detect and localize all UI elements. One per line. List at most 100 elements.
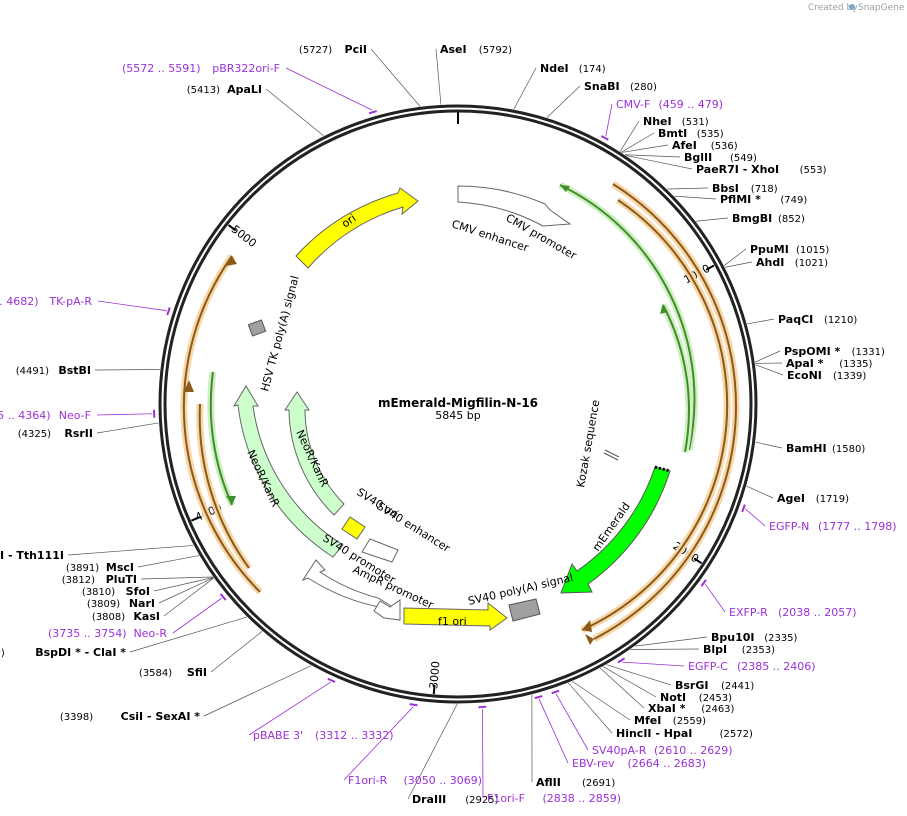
primer-position: (4663 .. 4682) (0, 295, 39, 308)
site-leader-line (621, 144, 669, 153)
primer-name: pBABE 3' (253, 729, 303, 742)
site-label-pcii: PciI (5727) (299, 43, 367, 56)
primer-position: (1777 .. 1798) (818, 520, 897, 533)
primer-position: (2664 .. 2683) (628, 757, 707, 770)
site-label-nhei: NheI(531) (643, 115, 709, 128)
site-label-pflmi-: PflMI *(749) (720, 193, 807, 206)
primer-position: (2838 .. 2859) (543, 792, 622, 805)
primer-leader-line (172, 597, 222, 634)
primer-mark (409, 703, 418, 707)
primer-mark (741, 504, 746, 513)
site-label-noti: NotI(2453) (660, 691, 732, 704)
site-position: (549) (730, 153, 757, 164)
orf-arcs (180, 181, 740, 645)
site-name: BspDI * - ClaI * (35, 646, 126, 659)
site-label-blpi: BlpI(2353) (703, 643, 775, 656)
site-name: BlpI (703, 643, 727, 656)
site-name: PspOMI * (784, 345, 841, 358)
site-label-kasi: KasI(3808) (92, 610, 160, 623)
site-name: BmtI (658, 127, 687, 140)
primer-name: SV40pA-R (592, 744, 647, 757)
primer-name: TK-pA-R (48, 295, 92, 308)
backbone-inner-ring (163, 109, 753, 699)
site-position: (3398) (60, 712, 93, 723)
site-name: PflMI * (720, 193, 761, 206)
site-leader-line (747, 318, 775, 325)
green-orf-top (559, 184, 696, 451)
backbone (158, 104, 758, 704)
site-label-nari: NarI(3809) (87, 597, 155, 610)
primer-label-f1ori-f: F1ori-F (2838 .. 2859) (487, 792, 621, 805)
site-leader-line (158, 577, 214, 604)
site-name: AseI (440, 43, 467, 56)
site-position: (1335) (839, 359, 872, 370)
sv40-enhancer-shape (361, 538, 399, 563)
site-position: (2572) (720, 729, 753, 740)
site-leader-line (724, 261, 753, 268)
primer-label-exfp-r: EXFP-R(2038 .. 2057) (729, 606, 857, 619)
site-position: (852) (778, 214, 805, 225)
site-leader-line (546, 85, 581, 118)
sv40-promoter-shape (301, 559, 399, 611)
orf-arc-left-outer-arrowhead (226, 256, 237, 266)
site-leader-line (755, 441, 783, 449)
site-leader-line (67, 545, 194, 556)
site-callouts: NdeI(174)SnaBI(280)NheI(531)BmtI(535)Afe… (0, 43, 897, 806)
primer-leader-line (538, 698, 569, 764)
primer-leader-line (285, 67, 373, 111)
primer-name: EBV-rev (572, 757, 615, 770)
kozak-label: Kozak sequence (574, 399, 602, 489)
primer-mark (534, 695, 543, 700)
orf-arc-left-inner-arrowhead (184, 380, 194, 392)
created-by-text: Created by (808, 3, 858, 13)
site-label-msci: MscI(3891) (66, 561, 134, 574)
site-name: ApaLI (227, 83, 262, 96)
site-label-bglii: BglII(549) (684, 151, 757, 164)
site-position: (3809) (87, 599, 120, 610)
site-name: CsiI - SexAI * (121, 710, 201, 723)
primer-leader-line (555, 693, 589, 751)
primer-leader-line (745, 508, 766, 527)
tick-mark-4000 (191, 516, 201, 522)
site-position: (1021) (795, 258, 828, 269)
primer-position: (3735 .. 3754) (48, 627, 127, 640)
site-leader-line (625, 155, 693, 170)
site-leader-line (599, 667, 645, 709)
site-position: (1719) (816, 494, 849, 505)
site-position: (5727) (299, 45, 332, 56)
primer-mark (219, 593, 227, 601)
primer-name: Neo-F (59, 409, 91, 422)
site-leader-line (755, 364, 784, 376)
primer-position: (5572 .. 5591) (122, 62, 201, 75)
site-leader-line (695, 217, 729, 222)
primer-name: F1ori-F (487, 792, 525, 805)
primer-name: EGFP-C (688, 660, 728, 673)
site-name: EcoNI (787, 369, 822, 382)
primer-label-egfp-c: EGFP-C(2385 .. 2406) (688, 660, 816, 673)
site-label-rsrii: RsrII(4325) (18, 427, 93, 440)
ampr-promoter-shape (373, 599, 401, 621)
green-orf-top-arrowhead (560, 185, 570, 192)
site-position: (3891) (66, 563, 99, 574)
site-leader-line (572, 681, 631, 721)
site-position: (1339) (833, 371, 866, 382)
site-label-apai-: ApaI * (1335) (786, 357, 873, 370)
site-name: RsrII (64, 427, 93, 440)
site-leader-line (746, 485, 774, 499)
site-position: (1015) (796, 245, 829, 256)
site-leader-line (624, 154, 681, 158)
site-leader-line (137, 555, 200, 568)
site-label-sfii: SfiI(3584) (139, 666, 207, 679)
site-name: PciI (345, 43, 367, 56)
site-name: ApaI * (786, 357, 824, 370)
site-leader-line (210, 631, 263, 673)
site-label-mfei: MfeI(2559) (634, 714, 706, 727)
primer-mark (368, 110, 377, 115)
site-position: (1580) (832, 444, 865, 455)
primer-mark (478, 705, 487, 709)
site-name: BsrGI (675, 679, 708, 692)
primer-leader-line (96, 413, 153, 416)
site-leader-line (153, 577, 214, 592)
primer-position: (3050 .. 3069) (404, 774, 483, 787)
